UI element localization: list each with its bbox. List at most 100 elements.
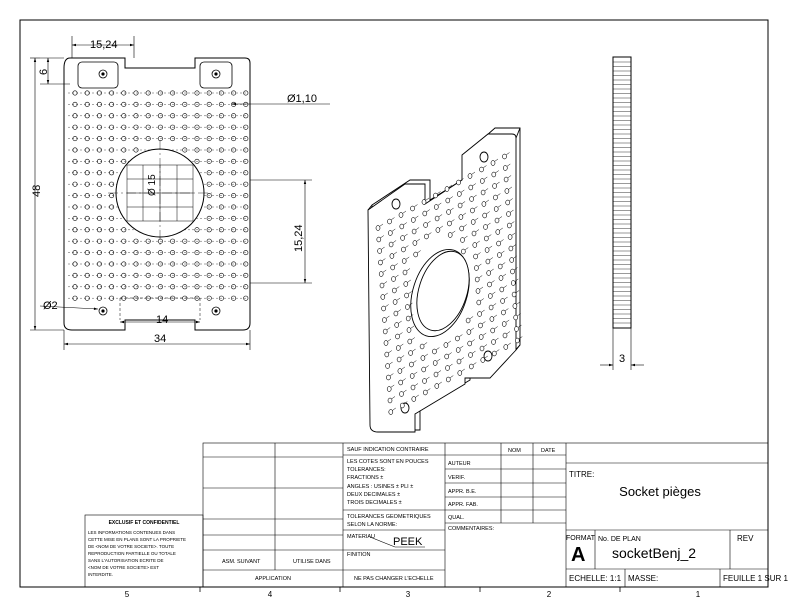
pin-hole bbox=[170, 238, 176, 244]
iso-pin-stem bbox=[486, 222, 491, 226]
pin-hole bbox=[243, 90, 249, 96]
tb-geo-tol-1: TOLERANCES GEOMETRIQUES bbox=[347, 514, 431, 520]
iso-pin-stem bbox=[398, 332, 403, 336]
iso-pin bbox=[406, 327, 412, 333]
tb-fractions: FRACTIONS ± bbox=[347, 475, 383, 481]
iso-pin bbox=[479, 166, 484, 173]
pin-hole bbox=[194, 238, 200, 244]
proprietary-line: SANS L'AUTORISATION ECRITE DE bbox=[88, 558, 163, 563]
iso-pin bbox=[456, 358, 462, 365]
top-right-tab bbox=[199, 61, 233, 89]
iso-pin-grid bbox=[375, 152, 523, 415]
iso-pin bbox=[420, 355, 426, 361]
pin-hole bbox=[243, 181, 249, 187]
iso-pin-stem bbox=[400, 355, 405, 359]
iso-pin-stem bbox=[509, 209, 514, 213]
iso-pin bbox=[405, 304, 410, 310]
tb-application: APPLICATION bbox=[255, 576, 291, 582]
iso-pin-stem bbox=[497, 204, 502, 208]
pin-hole bbox=[182, 261, 188, 267]
dim-bottom-inner: 14 bbox=[156, 314, 168, 326]
iso-pin-stem bbox=[438, 214, 443, 218]
pin-hole bbox=[218, 250, 224, 256]
pin-hole bbox=[218, 158, 224, 164]
iso-pin-stem bbox=[476, 240, 480, 244]
iso-pin-stem bbox=[437, 370, 442, 374]
iso-pin-stem bbox=[479, 286, 484, 290]
iso-pin bbox=[447, 220, 452, 227]
iso-pin-stem bbox=[499, 227, 503, 231]
title-block bbox=[84, 442, 769, 588]
dim-width-top: 15,24 bbox=[90, 39, 118, 51]
iso-pin-stem bbox=[415, 394, 419, 398]
iso-pin-stem bbox=[402, 210, 407, 214]
pin-hole bbox=[170, 101, 176, 107]
pin-hole bbox=[231, 250, 237, 256]
iso-pin bbox=[387, 397, 393, 404]
pin-hole bbox=[170, 250, 176, 256]
iso-pin-stem bbox=[413, 371, 418, 375]
dim-total-width: 34 bbox=[154, 333, 166, 345]
iso-pin-stem bbox=[447, 340, 452, 344]
iso-pin bbox=[401, 246, 406, 253]
iso-pin bbox=[379, 282, 385, 289]
iso-pin-stem bbox=[426, 220, 431, 224]
tb-row-mfg: APPR. FAB. bbox=[448, 502, 478, 508]
pin-hole bbox=[231, 181, 237, 187]
iso-pin bbox=[412, 240, 418, 246]
pin-hole bbox=[157, 136, 163, 142]
zone-marker-1: 1 bbox=[696, 590, 701, 599]
dim-spacing-right: 15,24 bbox=[293, 224, 305, 252]
iso-pin-stem bbox=[494, 158, 499, 162]
pin-hole bbox=[243, 113, 249, 119]
iso-pin-stem bbox=[385, 315, 390, 319]
iso-pin-stem bbox=[483, 176, 488, 180]
iso-pin-stem bbox=[514, 278, 519, 282]
pin-hole bbox=[243, 295, 249, 301]
pin-hole bbox=[206, 261, 212, 267]
pin-hole bbox=[194, 250, 200, 256]
tb-three-places: TROIS DECIMALES ± bbox=[347, 500, 402, 506]
pin-hole bbox=[243, 284, 249, 290]
iso-pin-stem bbox=[517, 324, 522, 328]
iso-pin bbox=[511, 291, 517, 298]
pin-hole bbox=[231, 170, 237, 176]
proprietary-line: INTERDITE. bbox=[88, 572, 113, 577]
iso-pin bbox=[432, 360, 438, 366]
tb-format-value: A bbox=[571, 544, 585, 566]
pin-hole bbox=[206, 90, 212, 96]
iso-pin-stem bbox=[409, 314, 414, 318]
iso-pin-stem bbox=[462, 212, 467, 216]
iso-pin-stem bbox=[415, 227, 420, 231]
pin-hole bbox=[206, 272, 212, 278]
iso-pin-stem bbox=[496, 193, 501, 197]
iso-pin bbox=[502, 332, 508, 339]
pin-hole bbox=[194, 136, 200, 142]
pin-hole bbox=[182, 90, 188, 96]
iso-pin bbox=[478, 334, 484, 340]
pin-hole bbox=[206, 158, 212, 164]
iso-pin bbox=[481, 201, 487, 207]
iso-pin-stem bbox=[483, 344, 488, 348]
pin-hole bbox=[206, 181, 212, 187]
iso-pin-stem bbox=[475, 229, 480, 233]
iso-pin-stem bbox=[492, 303, 497, 307]
iso-pin bbox=[467, 340, 473, 347]
pin-hole bbox=[170, 284, 176, 290]
iso-pin bbox=[488, 304, 494, 311]
pin-hole bbox=[194, 124, 200, 130]
pin-hole bbox=[194, 90, 200, 96]
pin-hole bbox=[231, 261, 237, 267]
iso-pin bbox=[456, 191, 462, 197]
iso-pin bbox=[497, 252, 502, 258]
iso-pin-stem bbox=[459, 178, 464, 182]
proprietary-notice: EXCLUSIF ET CONFIDENTIEL LES INFORMATION… bbox=[88, 520, 186, 577]
iso-pin bbox=[434, 383, 440, 389]
iso-pin-stem bbox=[388, 361, 393, 365]
pin-hole bbox=[206, 147, 212, 153]
iso-pin bbox=[498, 275, 504, 281]
front-view: 15,24 6 Ø1,10 48 Ø 15 15,24 Ø2 14 34 bbox=[30, 36, 330, 350]
pin-hole bbox=[243, 250, 249, 256]
iso-pin-stem bbox=[472, 362, 477, 366]
iso-pin-stem bbox=[449, 196, 453, 200]
